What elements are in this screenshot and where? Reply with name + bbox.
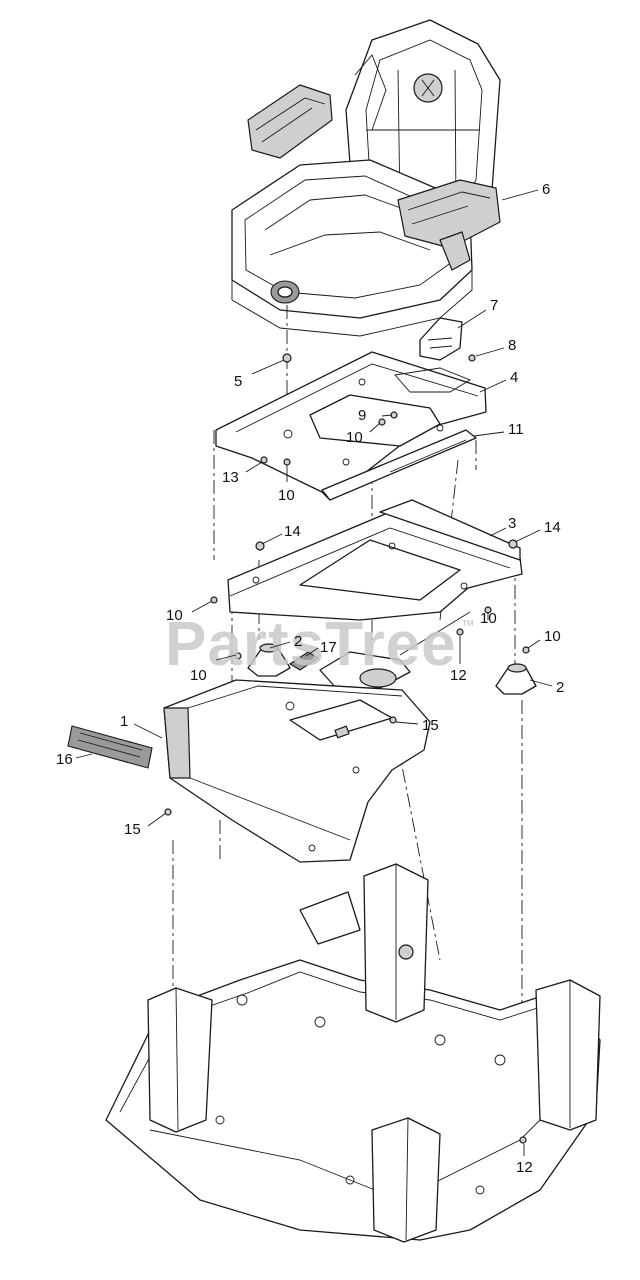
callout-5: 5 [234,373,242,390]
seat-pan-1 [163,679,431,863]
callout-13: 13 [222,469,239,486]
callout-12-lower: 12 [516,1159,533,1176]
isolator-mount-left [247,643,291,677]
bracket-7 [419,317,463,361]
callout-14-left: 14 [284,523,301,540]
callout-11: 11 [508,421,524,438]
callout-1: 1 [120,713,128,730]
callout-8: 8 [508,337,516,354]
callout-9: 9 [358,407,366,424]
isolator-mount-right [495,663,537,695]
leader-lines [75,189,553,1156]
bolt-15 [164,808,172,816]
fasteners [164,353,530,1144]
washer-5 [282,353,292,363]
callout-10-left: 10 [166,607,183,624]
nut-10 [283,458,291,466]
nut-10 [522,646,530,654]
callout-10-far-right: 10 [544,628,561,645]
bolt-15 [389,716,397,724]
callout-6: 6 [542,181,550,198]
callout-labels: 6 7 8 4 5 9 10 11 13 10 14 3 14 10 2 17 … [56,181,564,1176]
callout-15-left: 15 [124,821,141,838]
nut-13 [260,456,268,464]
watermark-trademark: TM [462,619,474,628]
callout-10-plate: 10 [346,429,363,446]
watermark-text: PartsTree [165,610,457,679]
bolt-8 [468,354,476,362]
watermark: PartsTree TM [165,610,474,679]
callout-2-left: 2 [294,633,302,650]
callout-2-right: 2 [556,679,564,696]
seat-switch-bracket [319,611,471,689]
callout-15-right: 15 [422,717,439,734]
nut-12 [456,628,464,636]
callout-16: 16 [56,751,73,768]
callout-3: 3 [508,515,516,532]
chassis-frame [105,863,601,1243]
lazer-emblem-16 [67,725,153,769]
callout-17: 17 [320,639,337,656]
callout-12-upper: 12 [450,667,467,684]
support-plate-3 [227,499,523,621]
callout-14-right: 14 [544,519,561,536]
nut-12 [519,1136,527,1144]
nut-10 [378,418,386,426]
callout-4: 4 [510,369,518,386]
callout-10-lower: 10 [278,487,295,504]
nut-10 [234,652,242,660]
callout-10-right: 10 [480,610,497,627]
seat-assembly [231,19,501,337]
callout-7: 7 [490,297,498,314]
nut-10 [210,596,218,604]
callout-10-mount: 10 [190,667,207,684]
seat-plate-4 [215,351,487,501]
seat-switch-17 [288,651,320,671]
